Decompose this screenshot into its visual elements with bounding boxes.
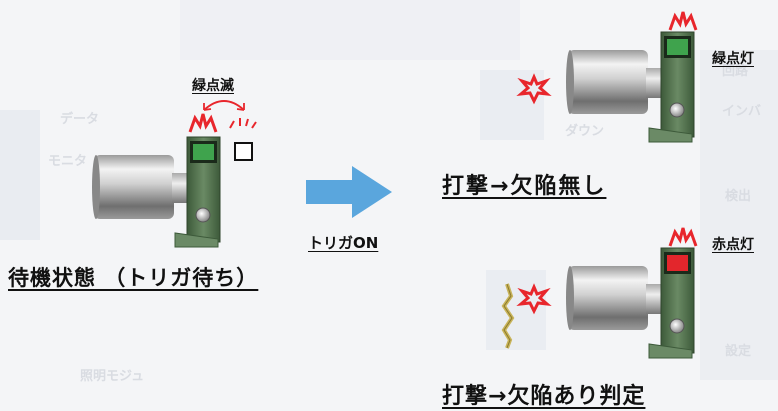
background-text: インバ [722,104,762,119]
indicator-off-icon [234,142,253,161]
background-text: 照明モジュ [80,369,145,384]
standby-caption: 待機状態 （トリガ待ち） [8,266,259,290]
background-text: 回路 [722,64,749,79]
trigger-label: トリガON [308,234,379,252]
background-panel [180,0,520,60]
status-indicator [193,144,214,160]
sensor-ok [566,31,695,143]
sensor-standby [92,136,221,248]
sensor-ng [566,247,695,359]
background-text: 検出 [725,189,752,204]
background-text: データ [60,112,100,127]
spark-top-icon [668,227,698,247]
spark-top-icon [668,11,698,31]
blink-label: 緑点滅 [192,78,234,94]
ng-caption: 打撃→欠陥あり判定 [442,384,646,409]
background-panel [0,110,40,240]
blink-rays-icon [229,118,257,129]
spark-icon [188,113,218,133]
background-panel [700,50,778,380]
green-lamp-label: 緑点灯 [712,51,754,67]
ok-caption: 打撃→欠陥無し [442,174,607,199]
status-indicator-ng [667,255,688,271]
bolt-icon [669,318,685,334]
status-indicator-ok [667,39,688,55]
background-text: モニタ [48,154,88,169]
impact-spark-icon [516,283,552,315]
impact-spark-icon [516,73,552,105]
blink-arrow-icon [203,100,245,111]
defect-crack-icon [501,283,515,349]
red-lamp-label: 赤点灯 [712,237,754,253]
background-text: 設定 [725,344,752,359]
background-text: ダウン [565,124,605,139]
bolt-icon [195,207,211,223]
bolt-icon [669,102,685,118]
arrow-right-icon [306,166,392,218]
